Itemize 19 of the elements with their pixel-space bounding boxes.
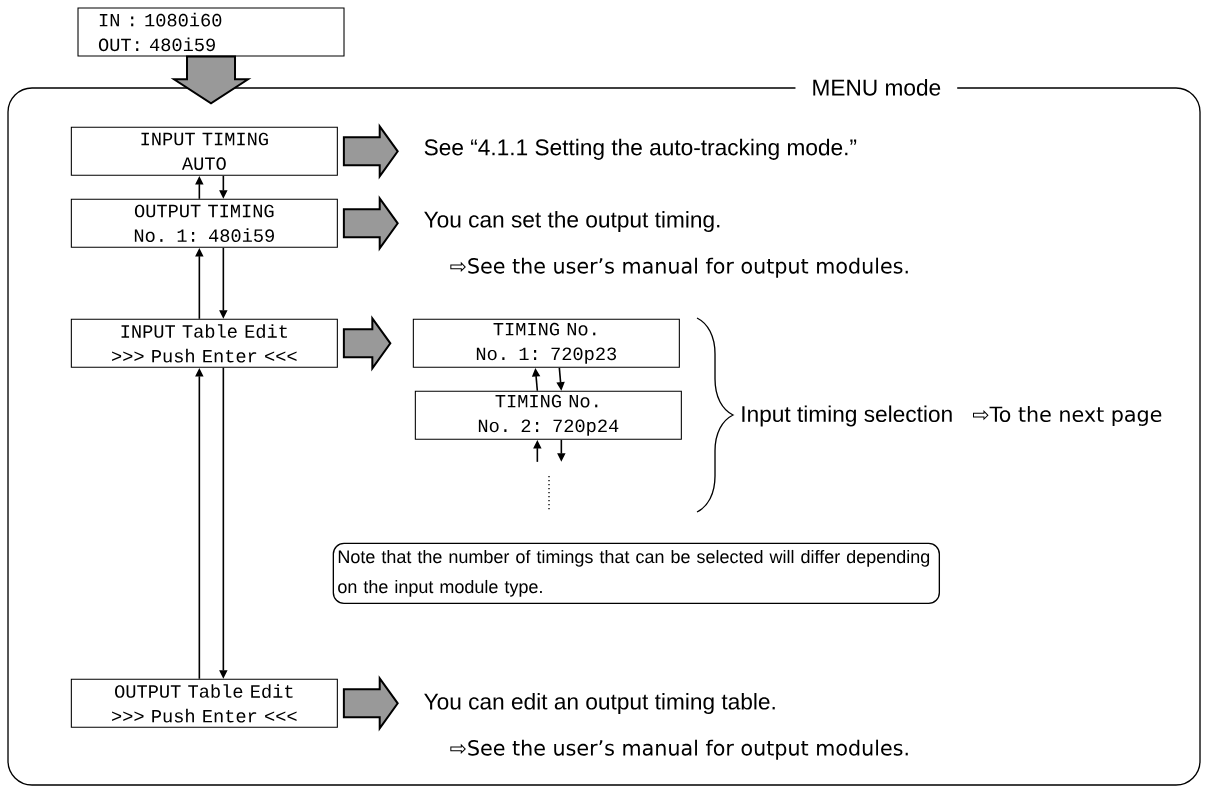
lcd-display: INPUT TIMING AUTO xyxy=(70,126,338,176)
block-arrow xyxy=(342,195,399,252)
annotation-text: Input timing selection xyxy=(742,405,952,427)
block-arrow xyxy=(170,55,252,105)
lcd-display: INPUT Table Edit >>> Push Enter <<< xyxy=(70,318,338,368)
description-text: You can edit an output timing table. ⇨See the user’s manual for output modules. xyxy=(424,693,908,760)
description-text: See “4.1.1 Setting the auto-tracking mode.” xyxy=(424,138,857,160)
note-box: Note that the number of timings that can be selected will differ depending on the input module type. xyxy=(332,542,940,604)
lcd-display: TIMING No. No. 2: 720p24 xyxy=(414,390,682,440)
block-arrow xyxy=(342,315,392,372)
annotation-text: ⇨To the next page xyxy=(973,406,1162,426)
lcd-display: OUTPUT Table Edit >>> Push Enter <<< xyxy=(70,678,338,728)
lcd-display: IN : 1080i60 OUT: 480i59 xyxy=(77,7,345,57)
block-arrow xyxy=(342,675,399,732)
block-arrow xyxy=(342,123,399,180)
description-text: You can set the output timing. ⇨See the user’s manual for output modules. xyxy=(424,211,908,278)
frame-heading: MENU mode xyxy=(795,76,958,99)
lcd-display: TIMING No. No. 1: 720p23 xyxy=(412,318,680,368)
lcd-display: OUTPUT TIMING No. 1: 480i59 xyxy=(70,198,338,248)
